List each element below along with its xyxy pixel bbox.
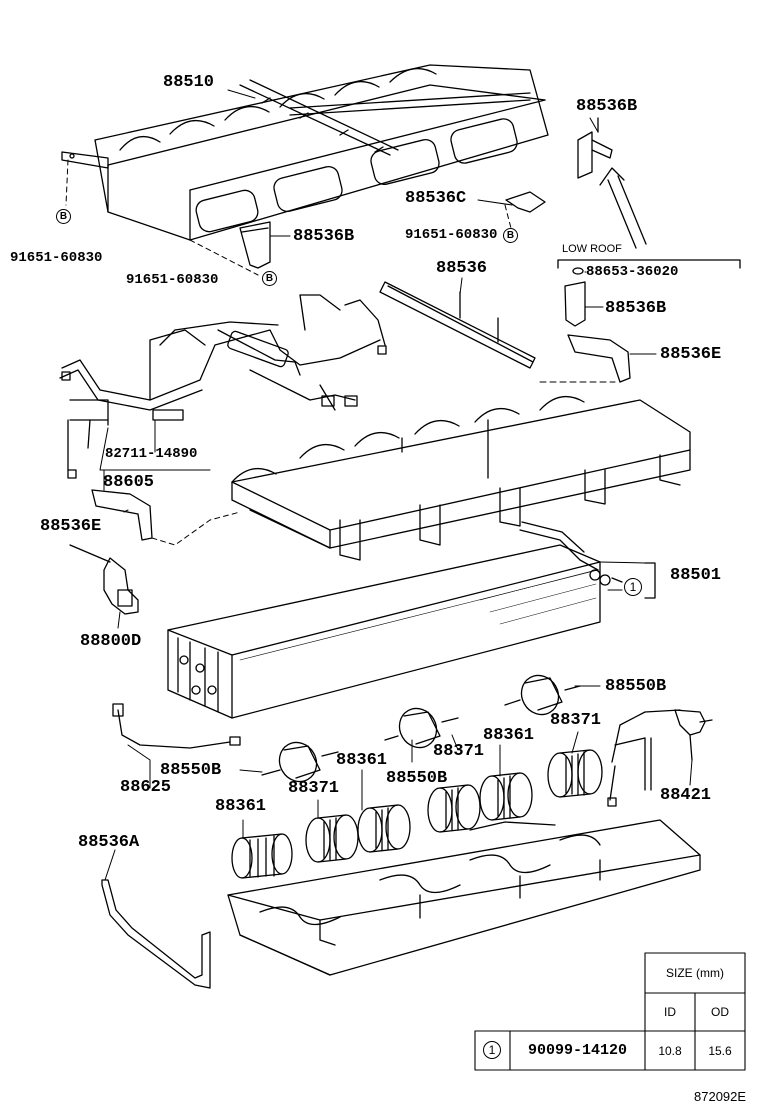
label-88371-left: 88371 — [288, 779, 340, 798]
label-88536b-right: 88536B — [605, 299, 667, 318]
table-row-id: 10.8 — [658, 1043, 682, 1058]
table-row-od: 15.6 — [708, 1043, 732, 1058]
leader-88501-top — [599, 561, 646, 564]
leader-88501 — [644, 562, 656, 599]
label-88536e-right: 88536E — [660, 345, 722, 364]
label-88550b-top: 88550B — [605, 677, 667, 696]
bracket-88536e-left — [91, 489, 153, 541]
low-roof-arrow — [599, 167, 647, 249]
label-88550b-mid: 88550B — [386, 769, 448, 788]
expansion-valve-88421 — [607, 709, 713, 807]
label-88536b-top: 88536B — [576, 97, 638, 116]
label-low-roof: LOW ROOF — [562, 243, 622, 255]
wheel-88371-mid — [427, 784, 481, 833]
label-88536c: 88536C — [405, 189, 467, 208]
bracket-88536b-top — [577, 117, 613, 179]
wheel-88361-mid — [357, 804, 411, 853]
label-91651-left: 91651-60830 — [10, 250, 103, 266]
circle-1-diagram: 1 — [624, 578, 642, 596]
table-col-od: OD — [711, 1005, 729, 1019]
label-88361-right: 88361 — [483, 726, 535, 745]
wire-harness-88605 — [59, 294, 387, 479]
motor-88550b-top — [504, 674, 581, 716]
table-col-id: ID — [664, 1005, 676, 1019]
leader-lines — [99, 89, 693, 881]
label-91651-bottom: 91651-60830 — [126, 272, 219, 288]
label-88421: 88421 — [660, 786, 712, 805]
table-row-part: 90099-14120 — [527, 1042, 628, 1059]
label-82711-14890: 82711-14890 — [105, 446, 198, 462]
evaporator-core — [167, 544, 601, 719]
low-roof-bracket-line — [557, 259, 741, 269]
blower-wheels — [231, 749, 603, 879]
label-88550b-left: 88550B — [160, 761, 222, 780]
circle-b-left: B — [56, 209, 71, 224]
leader-88536e — [151, 511, 241, 546]
wheel-88361-right — [479, 772, 533, 821]
upper-duct-unit — [61, 64, 549, 241]
lower-case — [227, 819, 701, 976]
lower-duct-unit — [231, 395, 691, 561]
label-88800d: 88800D — [80, 632, 142, 651]
low-roof-parts — [564, 267, 631, 383]
label-88371-mid: 88371 — [433, 742, 485, 761]
bracket-88536a — [101, 879, 211, 989]
wire-88625 — [112, 703, 241, 749]
label-88361-mid: 88361 — [336, 751, 388, 770]
bracket-88536c — [505, 191, 546, 213]
motor-88550b-mid — [384, 707, 459, 749]
leader-lines-upper — [65, 159, 513, 276]
label-88536e-left: 88536E — [40, 517, 102, 536]
label-88371-right: 88371 — [550, 711, 602, 730]
motor-88550b-left — [261, 741, 339, 783]
bar-88536 — [379, 281, 536, 369]
table-size-header: SIZE (mm) — [666, 966, 724, 980]
label-88510: 88510 — [163, 73, 215, 92]
thermistor-88800d — [69, 544, 139, 615]
wheel-88371-left — [305, 814, 359, 863]
label-88625: 88625 — [120, 778, 172, 797]
label-88536: 88536 — [436, 259, 488, 278]
pipe-88501 — [519, 521, 623, 586]
label-88605: 88605 — [103, 473, 155, 492]
circle-b-mid: B — [503, 228, 518, 243]
label-88361-left: 88361 — [215, 797, 267, 816]
table-row-ref: 1 — [483, 1041, 501, 1059]
label-88653-36020: 88653-36020 — [586, 264, 679, 280]
label-91651-mid: 91651-60830 — [405, 227, 498, 243]
figure-id: 872092E — [694, 1089, 747, 1104]
size-table-grid — [474, 952, 746, 1071]
label-88536b-mid: 88536B — [293, 227, 355, 246]
bracket-88536b-mid — [239, 221, 271, 269]
wheel-88371-right — [547, 749, 603, 798]
circle-b-bottom: B — [262, 271, 277, 286]
label-88501: 88501 — [670, 566, 722, 585]
wheel-88361-left — [231, 833, 293, 879]
label-88536a: 88536A — [78, 833, 140, 852]
